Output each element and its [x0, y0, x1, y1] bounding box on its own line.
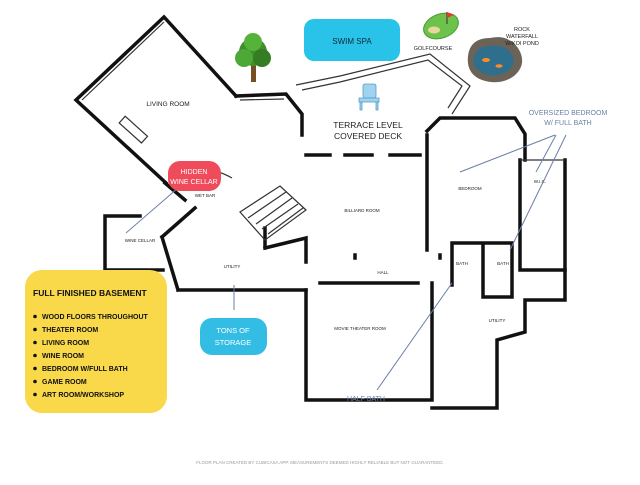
terrace-top-wall [234, 92, 304, 137]
wet-bar-label: WET BAR [195, 193, 216, 198]
hidden-wine-cellar-label-2: WINE CELLAR [170, 179, 217, 186]
feature-item: WINE ROOM [42, 353, 84, 360]
deck-outline [295, 53, 471, 115]
oversized-pointer-3 [509, 134, 567, 251]
wine-cellar-label: WINE CELLAR [125, 238, 156, 243]
annotation-lines [125, 134, 567, 391]
feature-bullet [33, 327, 37, 332]
bedroom-label: BEDROOM [458, 186, 482, 191]
utility-right-label: UTILITY [489, 318, 506, 323]
oversized-pointer-1 [459, 134, 556, 173]
feature-item: THEATER ROOM [42, 327, 98, 334]
feature-bullet [33, 392, 37, 397]
outdoor-labels: GOLFCOURSE ROCK WATERFALL W/KOI POND [414, 27, 539, 52]
east-lower-wall [430, 268, 567, 410]
chair-icon [358, 83, 380, 111]
room-labels: LIVING ROOM TERRACE LEVEL COVERED DECK W… [125, 101, 546, 331]
feature-item: BEDROOM W/FULL BATH [42, 366, 128, 373]
oversized-bedroom-label-2: W/ FULL BATH [544, 120, 591, 127]
east-wing-wall [424, 116, 527, 252]
half-bath-label: HALF BATH [347, 396, 385, 403]
hall-label: HALL [377, 270, 389, 275]
half-bath-pointer [376, 282, 453, 391]
feature-bullet [33, 353, 37, 358]
storage-label-2: STORAGE [215, 338, 252, 347]
living-room-label: LIVING ROOM [146, 101, 189, 108]
features-list: WOOD FLOORS THROUGHOUT THEATER ROOM LIVING… [33, 314, 148, 399]
oversized-pointer-2 [535, 134, 557, 173]
terrace-label-line2: COVERED DECK [334, 131, 402, 141]
feature-item: WOOD FLOORS THROUGHOUT [42, 314, 148, 321]
feature-bullet [33, 379, 37, 384]
stairs [239, 185, 307, 241]
feature-item: LIVING ROOM [42, 340, 89, 347]
hidden-wine-cellar-callout: HIDDEN WINE CELLAR [168, 161, 221, 191]
wic-label: W.I.C. [534, 179, 546, 184]
stair-wall [262, 226, 308, 264]
living-room-outer-wall [73, 14, 239, 186]
terrace-label-line1: TERRACE LEVEL [333, 120, 403, 130]
feature-item: ART ROOM/WORKSHOP [42, 392, 124, 399]
bath-label-1: BATH [456, 261, 468, 266]
billiard-room-label: BILLIARD ROOM [344, 208, 380, 213]
tons-of-storage-callout: TONS OF STORAGE [200, 318, 267, 355]
koi-pond-icon [467, 37, 523, 83]
bathroom-walls [450, 241, 514, 299]
hidden-wine-cellar-label-1: HIDDEN [181, 169, 208, 176]
features-box: FULL FINISHED BASEMENT WOOD FLOORS THROU… [25, 270, 167, 413]
furniture [118, 115, 149, 144]
rock-label-2: WATERFALL [506, 34, 538, 40]
feature-bullet [33, 340, 37, 345]
bedroom-right-wall [518, 158, 567, 272]
swim-spa-label: SWIM SPA [332, 37, 372, 46]
footer-disclaimer: FLOOR PLAN CREATED BY CUBICASA APP. MEAS… [196, 460, 443, 465]
golf-course-icon [423, 12, 459, 40]
rock-label-3: W/KOI POND [505, 41, 539, 47]
features-title: FULL FINISHED BASEMENT [33, 288, 147, 298]
utility-left-label: UTILITY [224, 264, 241, 269]
storage-label-1: TONS OF [216, 326, 250, 335]
feature-item: GAME ROOM [42, 379, 87, 386]
rock-label-1: ROCK [514, 27, 530, 33]
movie-theater-label: MOVIE THEATER ROOM [334, 326, 386, 331]
golfcourse-label: GOLFCOURSE [414, 46, 453, 52]
annotation-labels: OVERSIZED BEDROOM W/ FULL BATH HALF BATH [347, 110, 607, 403]
feature-bullet [33, 366, 37, 371]
wine-cellar-pointer [125, 187, 179, 234]
oversized-bedroom-label-1: OVERSIZED BEDROOM [529, 110, 608, 117]
tree-icon [235, 33, 271, 82]
bath-label-2: BATH [497, 261, 509, 266]
living-room-sofa [118, 115, 149, 144]
swim-spa-callout: SWIM SPA [304, 19, 400, 61]
theater-walls [304, 281, 434, 402]
hall-wall [353, 253, 442, 260]
living-room-window-line [81, 21, 285, 101]
utility-left-walls [159, 205, 308, 293]
feature-bullet [33, 314, 37, 319]
